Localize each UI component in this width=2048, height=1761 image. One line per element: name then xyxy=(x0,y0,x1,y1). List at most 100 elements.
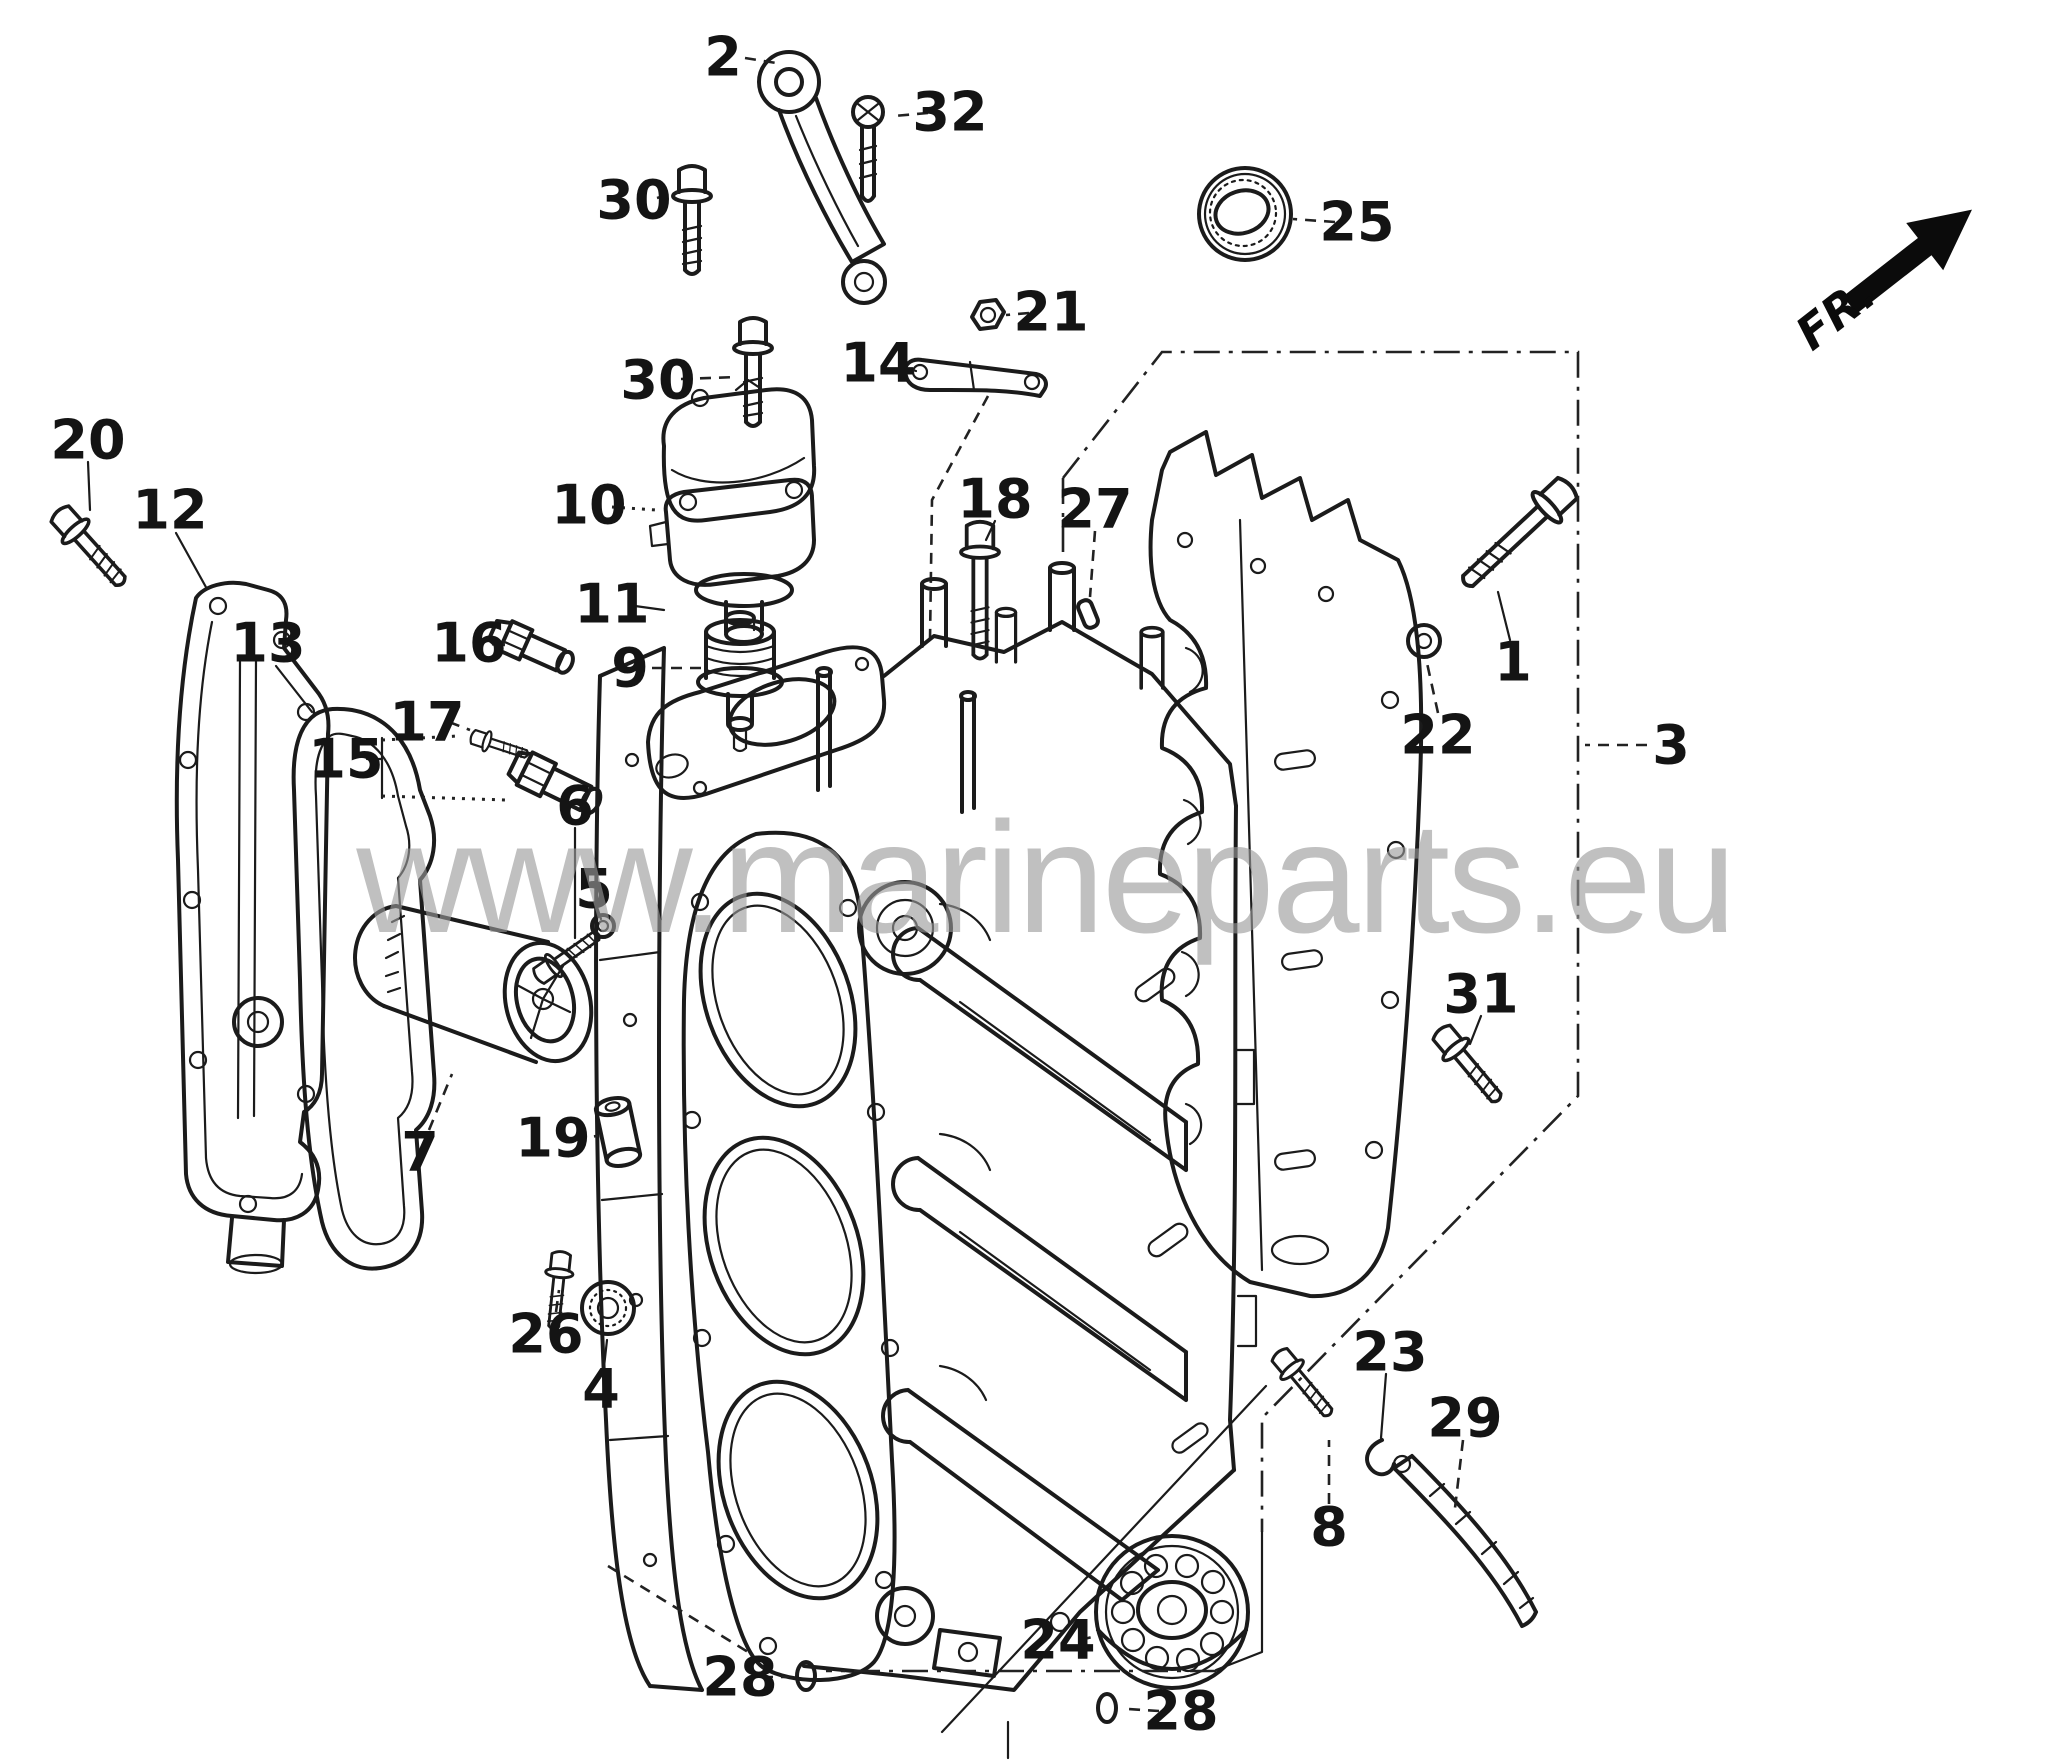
flange-bolt-30a-drawing xyxy=(671,164,713,276)
callout-13: 13 xyxy=(230,612,314,714)
callout-number-26: 26 xyxy=(508,1303,583,1366)
callout-number-31: 31 xyxy=(1443,963,1518,1026)
cover-gasket-13-drawing xyxy=(291,706,437,1271)
callout-15: 15 xyxy=(308,728,383,791)
cylinder-barrel-3 xyxy=(881,1364,1160,1602)
seal-ring-25-drawing xyxy=(1197,166,1293,262)
strainer-9-drawing xyxy=(696,610,784,753)
callout-27: 27 xyxy=(1057,478,1133,598)
callout-number-28: 28 xyxy=(702,1646,777,1709)
front-direction-indicator: FR. xyxy=(1786,209,1972,361)
link-plate-2-drawing xyxy=(757,50,887,305)
callout-number-12: 12 xyxy=(132,479,207,542)
callout-31: 31 xyxy=(1443,963,1519,1046)
callout-number-32: 32 xyxy=(912,81,987,144)
callout-16: 16 xyxy=(431,612,509,675)
callout-7: 7 xyxy=(401,1073,454,1184)
small-bolt-17-drawing xyxy=(466,725,533,766)
thermo-switch-15-drawing xyxy=(506,750,603,816)
callout-4: 4 xyxy=(582,1338,620,1421)
callout-number-23: 23 xyxy=(1352,1321,1427,1384)
plug-28-right-drawing xyxy=(1096,1692,1118,1724)
flange-bolt-20-drawing xyxy=(43,498,138,597)
callout-25: 25 xyxy=(1292,191,1395,254)
callout-layer: 1234567891011121314151617181920212223242… xyxy=(50,26,1689,1743)
callout-number-3: 3 xyxy=(1652,714,1690,777)
callout-number-22: 22 xyxy=(1400,704,1475,767)
callout-28: 28 xyxy=(1127,1680,1219,1743)
callout-number-28: 28 xyxy=(1143,1680,1218,1743)
tube-29-drawing xyxy=(1392,1454,1538,1628)
callout-number-24: 24 xyxy=(1020,1609,1095,1672)
callout-5: 5 xyxy=(575,858,613,921)
callout-30: 30 xyxy=(596,169,679,232)
exploded-view-artwork xyxy=(43,50,1586,1760)
flange-bolt-30b-drawing xyxy=(732,316,774,428)
washer-22-drawing xyxy=(1406,623,1442,659)
callout-23: 23 xyxy=(1352,1321,1428,1440)
callout-2: 2 xyxy=(704,26,777,89)
callout-number-19: 19 xyxy=(515,1107,590,1170)
callout-10: 10 xyxy=(551,474,657,537)
oil-pressure-switch-16-drawing xyxy=(486,619,575,675)
callout-number-2: 2 xyxy=(704,26,742,89)
callout-28: 28 xyxy=(702,1646,789,1709)
callout-number-18: 18 xyxy=(957,468,1032,531)
callout-8: 8 xyxy=(1310,1440,1348,1559)
callout-number-15: 15 xyxy=(308,728,383,791)
callout-number-29: 29 xyxy=(1427,1387,1502,1450)
callout-12: 12 xyxy=(132,479,209,591)
callout-number-25: 25 xyxy=(1319,191,1394,254)
callout-number-20: 20 xyxy=(50,409,125,472)
pump-body-11-drawing xyxy=(648,477,816,644)
screw-32-drawing xyxy=(851,95,885,203)
callout-number-16: 16 xyxy=(431,612,506,675)
bolt-31-drawing xyxy=(1425,1017,1513,1113)
callout-number-30: 30 xyxy=(620,349,695,412)
stay-plate-14-drawing xyxy=(903,357,1048,398)
cylinder-barrel-2 xyxy=(891,1132,1188,1402)
crankcase-cover-3-drawing xyxy=(1148,430,1424,1299)
watermark-text: www.marineparts.eu xyxy=(355,790,1733,966)
oil-filter-7-drawing xyxy=(353,904,594,1064)
callout-3: 3 xyxy=(1585,714,1690,777)
nut-21-drawing xyxy=(970,298,1006,331)
callout-20: 20 xyxy=(50,409,126,512)
callout-number-1: 1 xyxy=(1494,631,1532,694)
callout-number-8: 8 xyxy=(1310,1496,1348,1559)
callout-17: 17 xyxy=(389,691,471,754)
side-cover-plate-12-drawing xyxy=(174,580,331,1275)
callout-number-5: 5 xyxy=(575,858,613,921)
callout-29: 29 xyxy=(1427,1387,1503,1509)
cylinder-block-drawing xyxy=(594,561,1258,1692)
callout-number-10: 10 xyxy=(551,474,626,537)
callout-11: 11 xyxy=(574,573,666,636)
callout-24: 24 xyxy=(1020,1609,1097,1672)
callout-6: 6 xyxy=(556,775,594,940)
callout-19: 19 xyxy=(515,1107,599,1170)
callout-26: 26 xyxy=(508,1289,584,1366)
callout-number-6: 6 xyxy=(556,775,594,838)
bolt-8-drawing xyxy=(1265,1341,1343,1426)
callout-number-14: 14 xyxy=(840,332,915,395)
ball-bearing-24-drawing xyxy=(1094,1534,1250,1690)
cylinder-barrel-1 xyxy=(891,902,1188,1172)
callout-number-11: 11 xyxy=(574,573,649,636)
callout-14: 14 xyxy=(840,332,918,395)
callout-number-4: 4 xyxy=(582,1358,620,1421)
callout-18: 18 xyxy=(957,468,1033,542)
long-bolt-1-drawing xyxy=(1449,468,1586,601)
callout-number-13: 13 xyxy=(230,612,305,675)
clip-23-drawing xyxy=(1365,1438,1396,1477)
reference-boundary-lines xyxy=(607,350,1580,1760)
callout-21: 21 xyxy=(1005,281,1089,344)
callout-1: 1 xyxy=(1494,590,1532,694)
callout-number-21: 21 xyxy=(1013,281,1088,344)
callout-9: 9 xyxy=(611,637,702,700)
bolt-18-drawing xyxy=(959,519,1001,661)
callout-22: 22 xyxy=(1400,662,1476,767)
dowel-pin-27-drawing xyxy=(1076,598,1100,630)
grommet-4-drawing xyxy=(580,1280,636,1336)
bushing-19-drawing xyxy=(593,1095,643,1169)
